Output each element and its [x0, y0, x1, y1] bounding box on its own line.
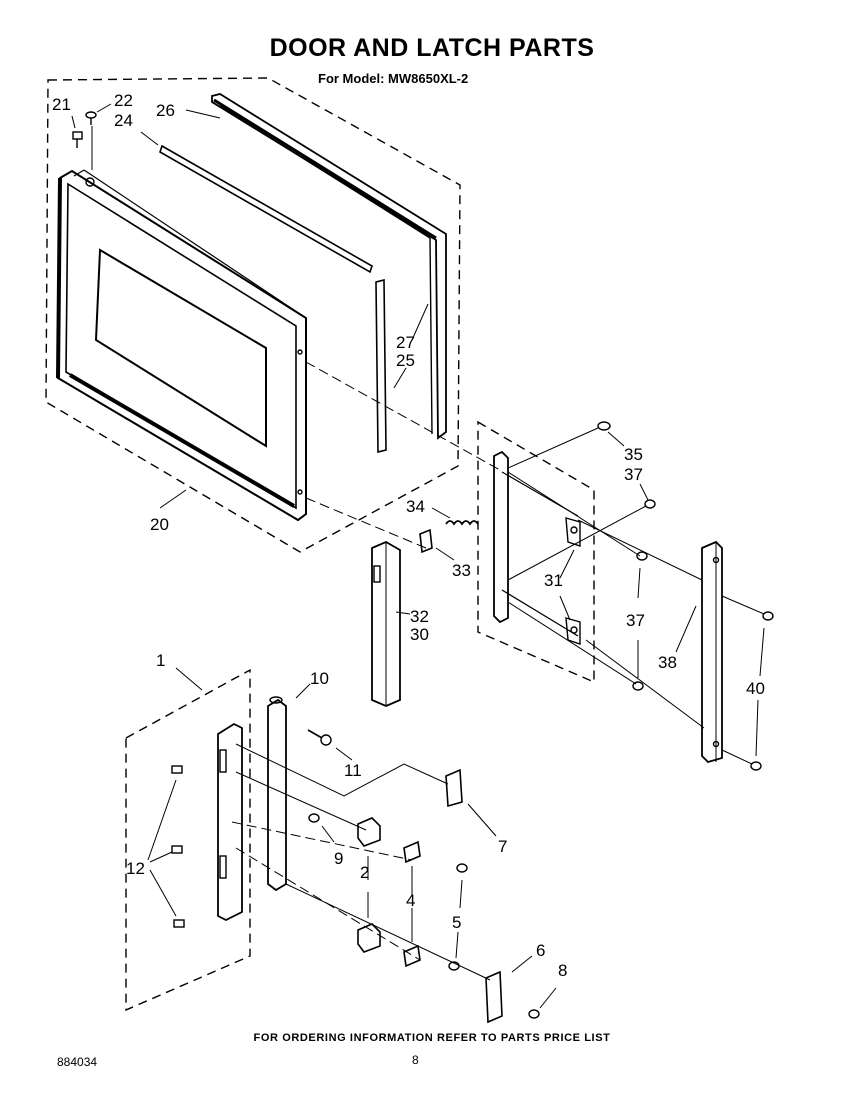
door-frame-part-26: [185, 93, 447, 440]
screw-part-9: [308, 813, 335, 843]
callout-40: 40: [746, 679, 765, 698]
door-group-boundary: [45, 77, 461, 553]
screw-part-21: [71, 115, 83, 148]
page-number: 8: [412, 1053, 419, 1067]
screw-part-8: [528, 987, 557, 1019]
callout-12: 12: [126, 859, 145, 878]
callout-10: 10: [310, 669, 329, 688]
callout-37-lower: 37: [626, 611, 645, 630]
callout-37-upper: 37: [624, 465, 643, 484]
choke-strip-part-24: [140, 131, 373, 274]
door-assembly-part-20: [56, 169, 307, 522]
callout-34: 34: [406, 497, 425, 516]
callout-31: 31: [544, 571, 563, 590]
hinge-bar-part-10: [267, 683, 311, 892]
callout-26: 26: [156, 101, 175, 120]
callout-7: 7: [498, 837, 507, 856]
callout-4: 4: [406, 891, 415, 910]
callout-1: 1: [156, 651, 165, 670]
screw-part-12: [147, 765, 185, 928]
screw-part-37-lower: [507, 471, 648, 691]
mounting-plate-part-38: [577, 519, 723, 764]
callout-22: 22: [114, 91, 133, 110]
callout-35: 35: [624, 445, 643, 464]
callout-27: 27: [396, 333, 415, 352]
interlock-group-boundary: [125, 668, 251, 1012]
model-subtitle: For Model: MW8650XL-2: [318, 71, 469, 86]
callout-20: 20: [150, 515, 169, 534]
latch-part-33: [419, 528, 455, 561]
document-number: 884034: [57, 1055, 98, 1069]
callout-6: 6: [536, 941, 545, 960]
callout-2: 2: [360, 863, 369, 882]
screw-part-11: [307, 729, 353, 761]
callout-21: 21: [52, 95, 71, 114]
switch-part-6: [485, 955, 533, 1024]
callout-25: 25: [396, 351, 415, 370]
actuator-part-4: [403, 840, 421, 968]
screw-part-5: [448, 863, 468, 971]
ordering-note: FOR ORDERING INFORMATION REFER TO PARTS …: [253, 1032, 611, 1044]
door-handle-part-32: [371, 540, 411, 707]
callout-38: 38: [658, 653, 677, 672]
callout-11: 11: [344, 761, 362, 780]
screw-part-40: [721, 595, 774, 771]
callout-32: 32: [410, 607, 429, 626]
callout-8: 8: [558, 961, 567, 980]
callout-30: 30: [410, 625, 429, 644]
bracket-plate-part-1: [217, 722, 243, 922]
spring-part-34: [431, 507, 479, 526]
screw-part-37-upper: [507, 483, 656, 581]
cam-part-2: [357, 817, 381, 953]
screw-part-35: [507, 421, 625, 469]
callout-5: 5: [452, 913, 461, 932]
callout-24: 24: [114, 111, 133, 130]
latch-hook-part-31: [559, 517, 581, 645]
screw-part-22: [85, 103, 112, 170]
page-title: DOOR AND LATCH PARTS: [269, 34, 595, 62]
callout-9: 9: [334, 849, 343, 868]
switch-part-7: [445, 768, 497, 837]
side-strip-part-25: [375, 278, 387, 454]
callout-33: 33: [452, 561, 471, 580]
